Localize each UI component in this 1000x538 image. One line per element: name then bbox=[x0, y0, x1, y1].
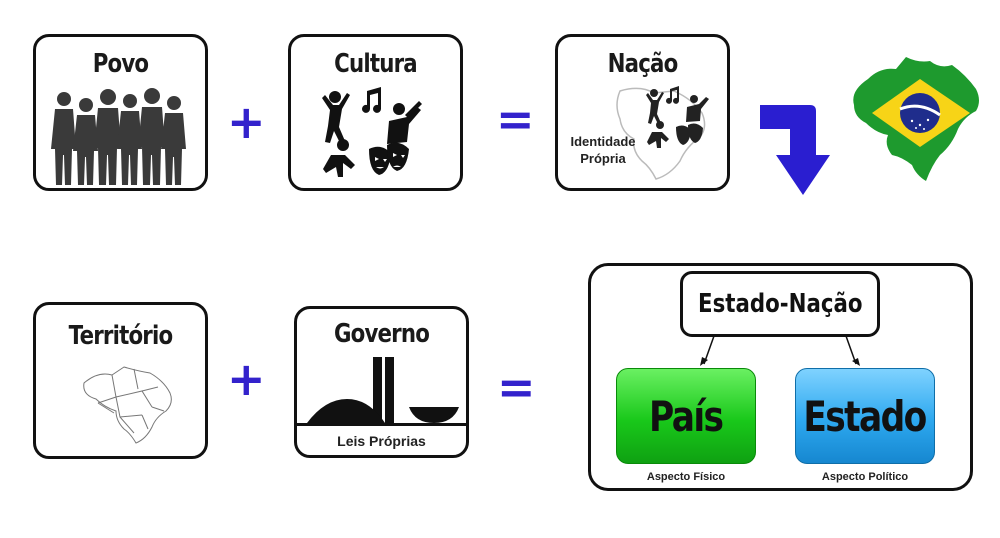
pais-caption: Aspecto Físico bbox=[646, 471, 726, 483]
nacao-subtitle: Identidade Própria bbox=[570, 134, 636, 166]
povo-box: Povo bbox=[33, 34, 208, 191]
brazil-culture-map-icon bbox=[616, 86, 709, 180]
estado-caption: Aspecto Político bbox=[821, 471, 909, 483]
governo-title: Governo bbox=[333, 319, 430, 349]
plus-operator-1: + bbox=[227, 95, 266, 149]
estado-block: Estado bbox=[795, 368, 935, 464]
equals-operator-1: = bbox=[496, 92, 535, 146]
brazil-states-map-icon bbox=[83, 366, 172, 444]
equals-operator-2: = bbox=[497, 360, 536, 414]
territorio-title: Território bbox=[68, 321, 173, 351]
territorio-box: Território bbox=[33, 302, 208, 459]
congress-building-icon bbox=[307, 357, 459, 423]
plus-operator-2: + bbox=[227, 352, 266, 406]
governo-divider bbox=[297, 423, 466, 426]
pais-block: País bbox=[616, 368, 756, 464]
governo-subtitle: Leis Próprias bbox=[337, 433, 426, 449]
turn-down-arrow-icon bbox=[760, 105, 830, 195]
governo-box: Governo Leis Próprias bbox=[294, 306, 469, 458]
brazil-flag-map-icon bbox=[853, 57, 979, 181]
people-silhouette-icon bbox=[51, 88, 186, 185]
culture-icon bbox=[322, 87, 422, 177]
nacao-box: Nação Identidade Própria bbox=[555, 34, 730, 191]
cultura-box: Cultura bbox=[288, 34, 463, 191]
cultura-title: Cultura bbox=[334, 49, 417, 79]
povo-title: Povo bbox=[92, 49, 149, 79]
connector-arrows bbox=[700, 336, 860, 366]
estado-nacao-title: Estado-Nação bbox=[680, 271, 880, 337]
nacao-title: Nação bbox=[607, 49, 679, 79]
